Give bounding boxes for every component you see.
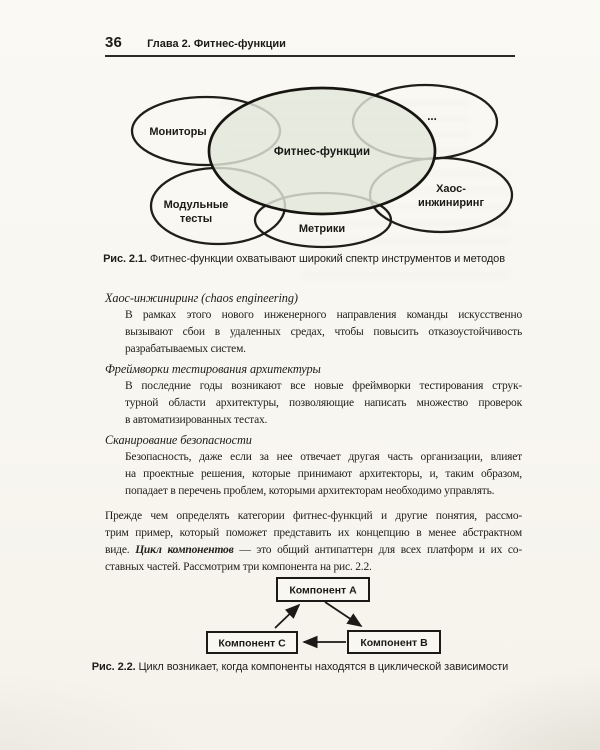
component-c-label: Компонент C bbox=[218, 638, 286, 650]
body-line: попадает в перечень проблем, которыми ар… bbox=[125, 485, 495, 497]
body-line: В рамках этого нового инженерного направ… bbox=[125, 309, 522, 321]
component-cycle-diagram: Компонент A Компонент B Компонент C bbox=[206, 577, 441, 654]
component-b-box bbox=[347, 630, 441, 654]
term-component-cycle: Цикл компонентов bbox=[135, 544, 234, 556]
figure-2-2-caption: Рис. 2.2. Цикл возникает, когда компонен… bbox=[60, 661, 540, 673]
venn-ellipse-center bbox=[207, 86, 437, 216]
figure-2-1-caption-prefix: Рис. 2.1. bbox=[103, 253, 147, 265]
venn-diagram-fitness-functions: Мониторы Фитнес-функции ... Модульные те… bbox=[130, 83, 514, 249]
body-line: разрабатываемых систем. bbox=[125, 343, 246, 355]
component-c-box bbox=[206, 631, 298, 654]
venn-label-more: ... bbox=[427, 111, 437, 123]
body-line: Безопасность, даже если за нее отвечает … bbox=[125, 451, 522, 463]
body-line: Прежде чем определять категории фитнес-ф… bbox=[105, 510, 522, 522]
section-security-scanning: Сканирование безопасности Безопасность, … bbox=[105, 432, 522, 500]
venn-label-chaos-line1: Хаос- bbox=[436, 183, 466, 195]
arrow-a-to-b bbox=[324, 601, 363, 627]
component-a-label: Компонент A bbox=[289, 585, 357, 597]
section-heading: Сканирование безопасности bbox=[105, 433, 252, 447]
section-architecture-testing-frameworks: Фреймворки тестирования архитектуры В по… bbox=[105, 361, 522, 429]
figure-2-1-caption-text: Фитнес-функции охватывают широкий спектр… bbox=[149, 253, 505, 265]
component-a-box bbox=[276, 577, 370, 602]
component-b-label: Компонент B bbox=[360, 637, 428, 649]
body-line: трим пример, который поможет представить… bbox=[105, 527, 522, 539]
figure-2-2-caption-prefix: Рис. 2.2. bbox=[91, 661, 136, 673]
venn-label-monitors: Мониторы bbox=[149, 126, 206, 138]
section-heading: Фреймворки тестирования архитектуры bbox=[105, 362, 321, 376]
body-line: ставных частей. Рассмотрим три компонент… bbox=[105, 561, 372, 573]
body-text-column: Хаос-инжиниринг (chaos engineering) В ра… bbox=[105, 290, 522, 576]
body-line: турной области архитектуры, позволяющие … bbox=[125, 397, 522, 409]
body-line-fragment: виде. bbox=[105, 544, 130, 556]
body-line: вызывают сбои в удаленных средах, чтобы … bbox=[125, 326, 522, 338]
body-line: В последние годы возникают все новые фре… bbox=[125, 380, 522, 392]
figure-2-1-caption: Рис. 2.1. Фитнес-функции охватывают широ… bbox=[88, 253, 520, 265]
venn-label-unit-line2: тесты bbox=[180, 213, 212, 225]
venn-label-center: Фитнес-функции bbox=[274, 146, 370, 158]
page-number: 36 bbox=[105, 34, 123, 51]
body-line: виде. Цикл компонентов — это общий антип… bbox=[105, 542, 522, 559]
section-heading: Хаос-инжиниринг (chaos engineering) bbox=[105, 291, 298, 305]
closing-paragraph: Прежде чем определять категории фитнес-ф… bbox=[105, 508, 522, 576]
body-line: на проектные решения, которые принимают … bbox=[125, 468, 522, 480]
section-chaos-engineering: Хаос-инжиниринг (chaos engineering) В ра… bbox=[105, 290, 522, 358]
venn-label-unit-line1: Модульные bbox=[164, 199, 229, 211]
arrow-c-to-a bbox=[274, 603, 301, 629]
figure-2-2-caption-text: Цикл возникает, когда компоненты находят… bbox=[138, 661, 509, 673]
header-rule bbox=[105, 55, 515, 57]
page-header: 36 Глава 2. Фитнес-функции bbox=[105, 34, 286, 51]
body-line: в автоматизированных тестах. bbox=[125, 414, 268, 426]
chapter-title: Глава 2. Фитнес-функции bbox=[147, 38, 286, 50]
body-line-fragment: — это общий антипаттерн для всех платфор… bbox=[239, 544, 522, 556]
venn-label-metrics: Метрики bbox=[299, 223, 345, 235]
venn-label-chaos-line2: инжиниринг bbox=[418, 197, 484, 209]
